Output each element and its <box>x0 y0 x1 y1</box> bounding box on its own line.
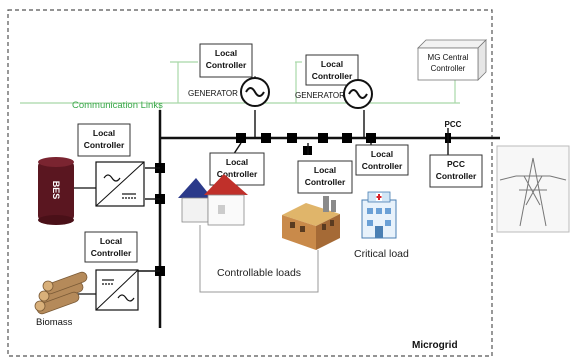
svg-text:Local: Local <box>215 48 237 58</box>
communication-links-label: Communication Links <box>72 100 163 111</box>
breaker <box>261 133 271 143</box>
breaker <box>318 133 328 143</box>
svg-text:Local: Local <box>371 149 393 159</box>
microgrid-boundary <box>7 9 493 357</box>
svg-text:Controller: Controller <box>436 171 477 181</box>
generator-2 <box>343 79 373 109</box>
svg-text:Controller: Controller <box>312 71 353 81</box>
local-controller-gen2[interactable]: Local Controller <box>305 54 359 86</box>
biomass-converter-icon <box>95 269 139 311</box>
breaker <box>366 133 376 143</box>
bes-battery-icon <box>38 157 74 225</box>
local-controller-gen1[interactable]: Local Controller <box>199 43 253 78</box>
critical-load-label: Critical load <box>354 248 409 260</box>
communication-links <box>20 61 460 120</box>
svg-text:Local: Local <box>100 236 122 246</box>
svg-text:MG Central: MG Central <box>428 53 469 62</box>
microgrid-label: Microgrid <box>412 340 458 351</box>
local-controller-biomass[interactable]: Local Controller <box>84 231 138 263</box>
svg-text:Local: Local <box>226 157 248 167</box>
svg-text:PCC: PCC <box>447 159 465 169</box>
svg-text:Controller: Controller <box>206 60 247 70</box>
local-controller-critical[interactable]: Local Controller <box>355 144 409 176</box>
hospital-icon <box>361 191 397 239</box>
bes-converter-icon <box>95 161 145 207</box>
pcc-label: PCC <box>445 120 462 129</box>
industrial-building-icon <box>282 196 340 250</box>
local-controller-bes[interactable]: Local Controller <box>77 123 131 157</box>
biomass-icon <box>34 271 88 315</box>
controllable-loads-bracket <box>199 225 319 293</box>
bes-label: BES <box>51 181 61 200</box>
pcc-controller[interactable]: PCC Controller <box>429 154 483 188</box>
breaker <box>236 133 246 143</box>
breaker <box>287 133 297 143</box>
mg-central-controller[interactable]: MG Central Controller <box>417 39 487 81</box>
svg-text:Controller: Controller <box>305 177 346 187</box>
local-controller-building[interactable]: Local Controller <box>297 160 353 194</box>
svg-text:Local: Local <box>321 59 343 69</box>
svg-text:Controller: Controller <box>217 169 258 179</box>
svg-text:Controller: Controller <box>91 248 132 258</box>
breaker <box>342 133 352 143</box>
generator-2-label: GENERATOR <box>295 91 345 100</box>
svg-text:Local: Local <box>93 128 115 138</box>
generator-1 <box>240 76 270 107</box>
biomass-label: Biomass <box>36 317 73 328</box>
svg-text:Local: Local <box>314 165 336 175</box>
generator-1-label: GENERATOR <box>188 89 238 98</box>
svg-text:Controller: Controller <box>362 161 403 171</box>
houses-icon <box>178 174 248 226</box>
controllable-loads-label: Controllable loads <box>217 267 301 279</box>
svg-text:Controller: Controller <box>431 64 466 73</box>
transmission-tower-icon <box>499 157 567 227</box>
svg-text:Controller: Controller <box>84 140 125 150</box>
